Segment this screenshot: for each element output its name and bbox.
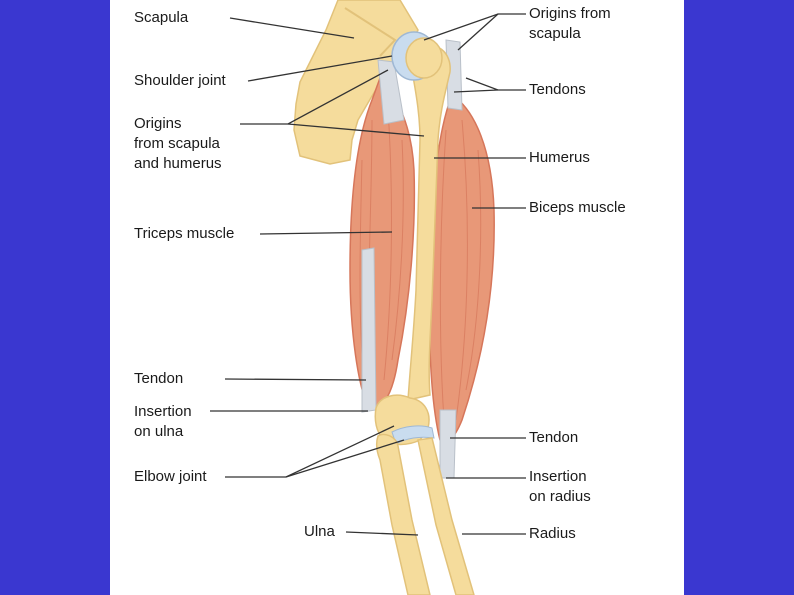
label-origins-from-scapula-line2: scapula [529,25,581,42]
humeral-head [405,37,443,79]
label-origins-from-scapula-line1: Origins from [529,5,611,22]
leader-tendons-a [465,77,526,91]
label-humerus: Humerus [529,149,590,166]
leader-tendon-left [224,378,367,381]
biceps-lower-tendon [439,409,457,479]
leader-elbow-joint-b [285,439,405,478]
ulna-shape [375,433,431,595]
label-insertion-ulna: Insertion on ulna [134,402,192,442]
label-insertion-ulna-line2: on ulna [134,423,184,440]
label-scapula: Scapula [134,9,189,26]
label-origins-line1: Origins [134,115,182,132]
biceps-muscle-shape [428,93,495,443]
label-tendons: Tendons [529,81,586,98]
label-ulna: Ulna [304,523,335,540]
leader-scapula [229,17,355,39]
label-origins-scapula-humerus: Origins from scapula and humerus [134,114,222,174]
label-elbow-joint: Elbow joint [134,468,207,485]
triceps-lower-tendon [361,247,377,413]
label-triceps-muscle: Triceps muscle [134,225,235,242]
label-insertion-radius: Insertion on radius [529,467,591,507]
leader-origins-scapula-humerus-b [287,123,425,137]
leader-lines-right [423,13,526,535]
leader-origins-from-scapula-b [457,13,499,51]
leader-ulna [345,531,419,536]
label-origins-line3: and humerus [134,155,222,172]
label-insertion-radius-line2: on radius [529,488,591,505]
leader-lines-left [210,17,425,536]
label-tendon-left: Tendon [134,370,184,387]
label-radius: Radius [529,525,576,542]
leader-triceps [259,231,393,235]
triceps-muscle-shape [349,76,416,411]
leader-shoulder-joint [247,55,393,82]
leader-tendons-b [453,89,499,93]
radius-shape [417,437,475,595]
label-biceps-muscle: Biceps muscle [529,199,626,216]
label-origins-line2: from scapula [134,135,220,152]
label-insertion-ulna-line1: Insertion [134,403,192,420]
scapula-spine [344,7,397,57]
label-insertion-radius-line1: Insertion [529,468,587,485]
triceps-upper-tendon [377,59,405,125]
label-origins-from-scapula: Origins from scapula [529,4,611,44]
label-shoulder-joint: Shoulder joint [134,72,226,89]
leader-origins-from-scapula-a [423,13,526,41]
biceps-striations [439,119,482,421]
label-tendon-right: Tendon [529,429,579,446]
